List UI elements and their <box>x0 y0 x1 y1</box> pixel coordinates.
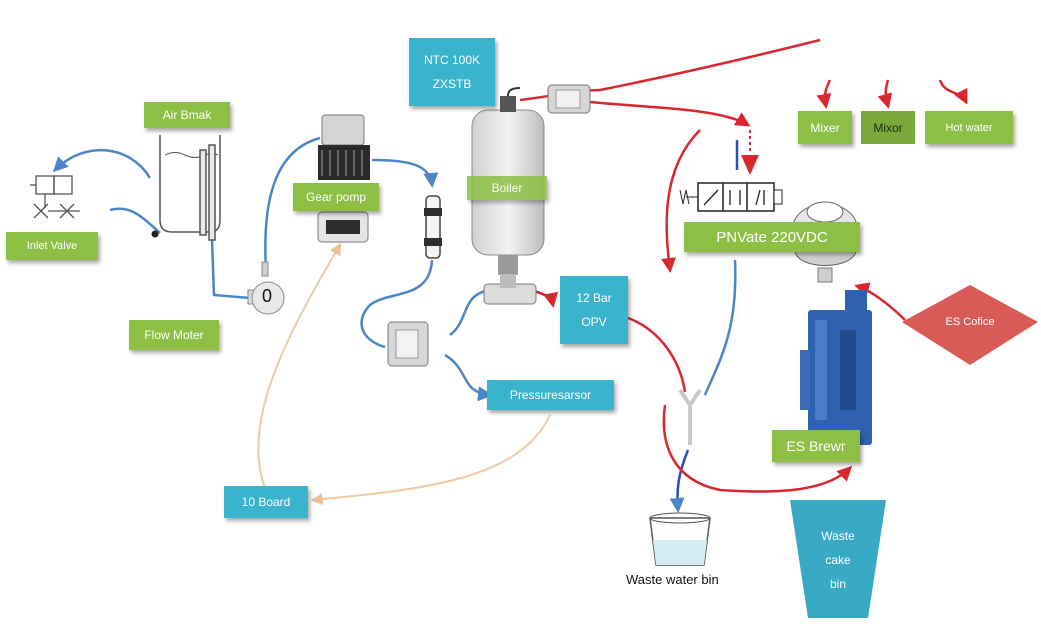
checkvalve-to-tee-line <box>360 259 434 349</box>
inlet-valve-symbol <box>30 175 80 219</box>
waste-cake-bin-label: Waste cake bin <box>808 518 868 602</box>
valve-red-arrow <box>741 155 759 175</box>
es-brewer-device <box>800 290 872 445</box>
flow-meter-reading: 0 <box>262 286 273 306</box>
pressure-sensor-to-board-line <box>310 414 551 506</box>
pressure-sensor-label: Pressuresarsor <box>487 380 614 410</box>
hot-water-label: Hot water <box>925 111 1013 144</box>
waste-cake-line-3: bin <box>829 577 846 591</box>
drain-to-brewer-line <box>662 404 853 493</box>
opv-line-1: 12 Bar <box>576 291 612 305</box>
tee-fitting-device <box>387 321 429 367</box>
valve-to-drain-line <box>703 259 737 396</box>
es-coffee-diamond <box>902 285 1038 365</box>
waste-cake-bin-shape <box>790 500 886 618</box>
pn-valve-device <box>679 182 783 212</box>
signal-lines <box>257 242 551 506</box>
board-label: 10 Board <box>224 486 308 518</box>
outlet-to-mixer2-line <box>877 79 893 109</box>
opv-to-drain-line <box>627 316 687 393</box>
air-break-tank <box>151 135 221 241</box>
outlet-to-hotwater-line <box>938 79 968 105</box>
outlet-to-mixer1-line <box>816 79 832 109</box>
pn-valve-label: PNVate 220VDC <box>684 222 860 252</box>
ntc-sensor-label: NTC 100K ZXSTB <box>409 38 495 106</box>
es-coffee-label: ES Cofice <box>945 316 995 328</box>
gear-pump-device <box>317 114 370 243</box>
drain-to-bin-line <box>669 449 690 513</box>
ntc-line-1: NTC 100K <box>423 53 481 67</box>
waste-water-bin-label: Waste water bin <box>626 572 719 587</box>
waste-cake-line-1: Waste <box>821 529 855 543</box>
brewer-to-escoffee-line <box>854 282 906 321</box>
gear-pump-label: Gear pomp <box>293 183 379 211</box>
mixer-1-label: Mixer <box>798 111 852 144</box>
tee-to-pressure-sensor-line <box>444 353 493 402</box>
boiler-to-pnvalve-line <box>589 100 751 127</box>
flow-meter-label: Flow Moter <box>129 320 219 350</box>
es-brewer-label: ES Brewr <box>772 430 860 462</box>
board-to-gear-pump-line <box>257 242 342 489</box>
waste-cake-line-2: cake <box>825 553 851 567</box>
pnvalve-to-waste-line <box>661 129 701 273</box>
tee-to-boiler-line <box>449 288 491 336</box>
drain-y-junction <box>678 388 702 445</box>
inletvalve-to-airbreak-line <box>109 207 161 234</box>
airbreak-to-flowmeter-line <box>210 239 251 300</box>
gearpump-to-checkvalve-line <box>371 158 439 188</box>
check-valve-device <box>424 195 442 259</box>
flow-meter-device <box>247 261 285 315</box>
flowmeter-to-gearpump-line <box>264 136 321 271</box>
mixer-2-label: Mixor <box>861 111 915 144</box>
airbreak-to-inletvalve-line <box>52 148 152 179</box>
water-lines <box>52 136 737 513</box>
boiler-outlet-fitting <box>547 84 591 114</box>
air-break-label: Air Bmak <box>144 102 230 128</box>
boiler-label: Boiler <box>467 176 547 200</box>
inlet-valve-label: Inlet Valve <box>6 232 98 260</box>
ntc-line-2: ZXSTB <box>432 77 472 91</box>
opv-line-2: OPV <box>581 315 607 329</box>
waste-water-bin-icon <box>649 512 711 566</box>
opv-label: 12 Bar OPV <box>560 276 628 344</box>
